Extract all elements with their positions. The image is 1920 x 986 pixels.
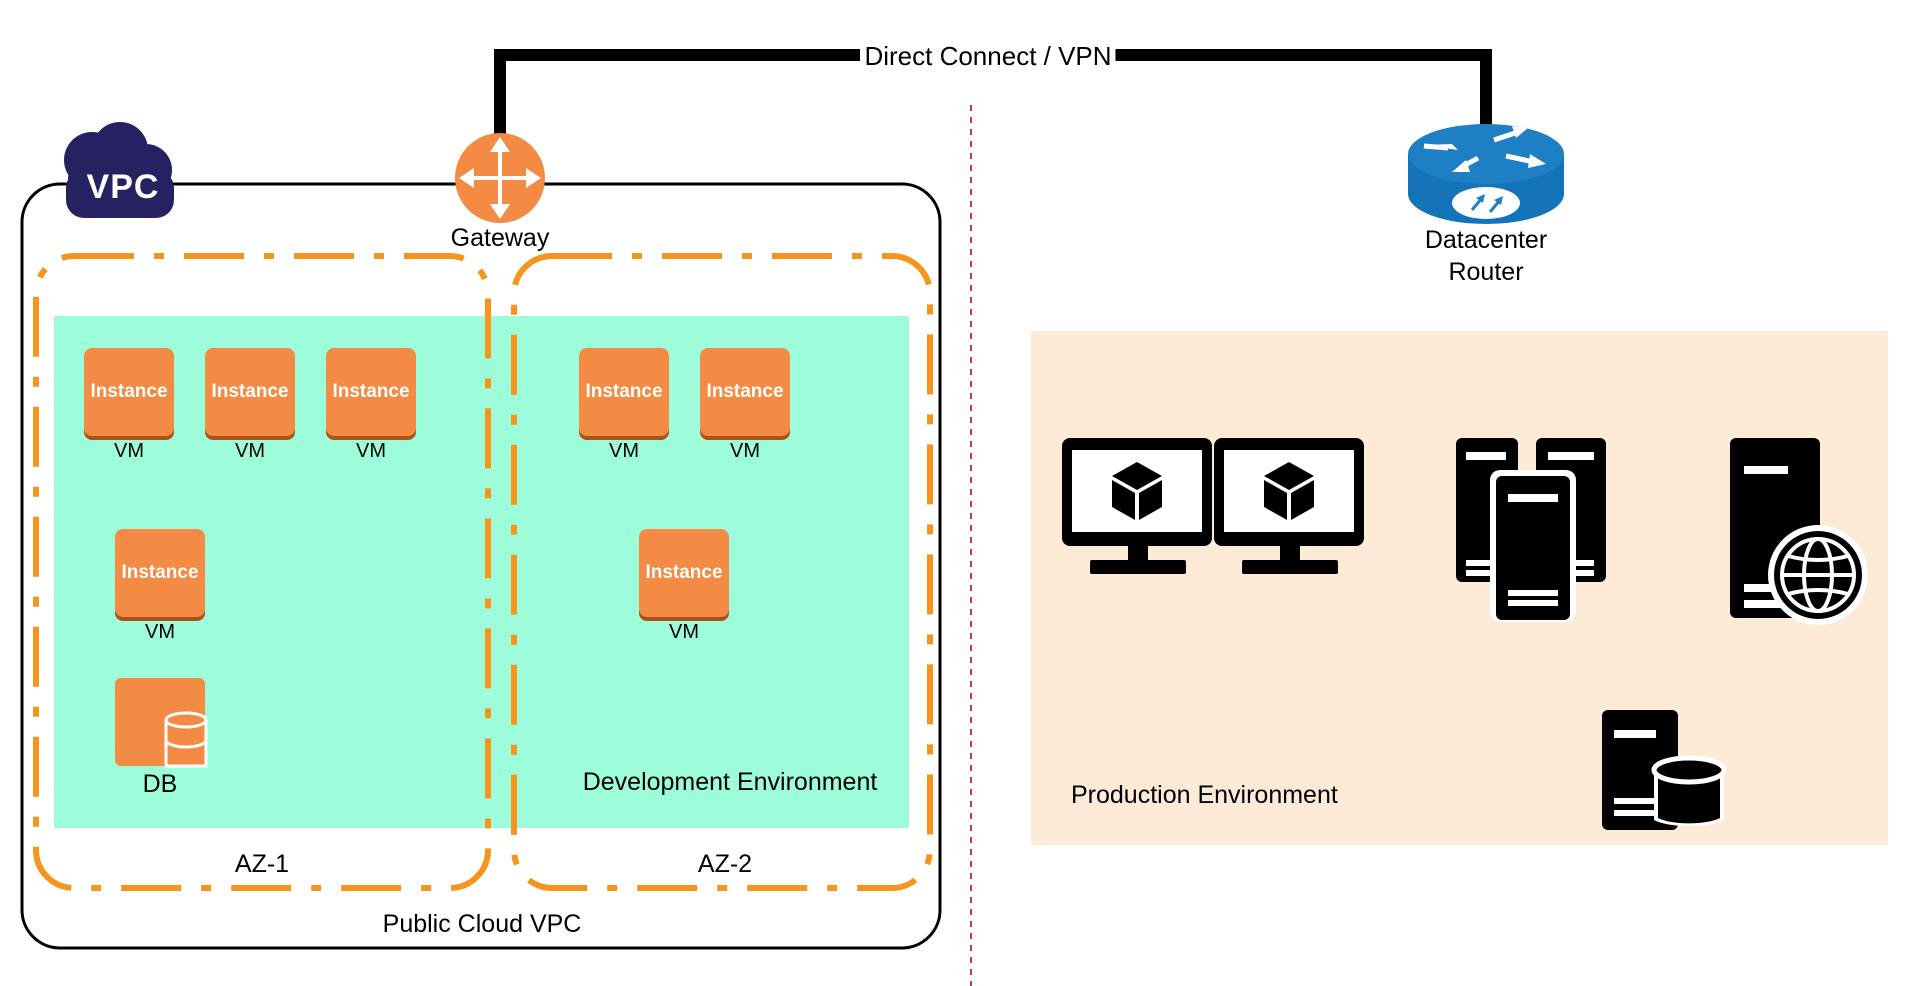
dev-environment-label: Development Environment (582, 768, 878, 796)
direct-connect-line (494, 49, 1492, 140)
public-cloud-vpc-label: Public Cloud VPC (382, 910, 582, 938)
instance-az2-1: Instance (579, 348, 669, 436)
instance-az1-3: Instance (326, 348, 416, 436)
db-label: DB (142, 770, 178, 798)
az1-label: AZ-1 (234, 850, 290, 878)
vm-label-az1-3: VM (356, 440, 386, 462)
server-cluster-icon (1456, 438, 1606, 622)
az2-label: AZ-2 (697, 850, 753, 878)
web-server-icon (1730, 438, 1868, 625)
prod-environment-label: Production Environment (1071, 781, 1338, 809)
db-icon (115, 678, 208, 768)
router-label-line-2: Router (1448, 258, 1524, 286)
instance-az1-2: Instance (205, 348, 295, 436)
router-label-line-1: Datacenter (1424, 226, 1548, 254)
vm-label-az1-4: VM (145, 621, 175, 643)
az2-border (511, 253, 933, 891)
router-label: Datacenter Router (1425, 224, 1547, 288)
router-icon (1408, 124, 1564, 224)
instance-az2-2: Instance (700, 348, 790, 436)
vm-label-az2-3: VM (669, 621, 699, 643)
az1-border (33, 253, 491, 891)
vpc-cloud-icon (64, 122, 174, 218)
instance-az1-4: Instance (115, 529, 205, 617)
vm-label-az2-1: VM (609, 440, 639, 462)
gateway-arrows-icon (455, 133, 545, 223)
dual-monitor-icon (1062, 438, 1364, 574)
instance-az1-1: Instance (84, 348, 174, 436)
vpc-badge-label: VPC (86, 168, 160, 206)
vm-label-az2-2: VM (730, 440, 760, 462)
vm-label-az1-1: VM (114, 440, 144, 462)
database-server-icon (1602, 710, 1727, 830)
instance-az2-3: Instance (639, 529, 729, 617)
gateway-label: Gateway (450, 224, 550, 252)
vm-label-az1-2: VM (235, 440, 265, 462)
connection-label: Direct Connect / VPN (860, 41, 1116, 72)
